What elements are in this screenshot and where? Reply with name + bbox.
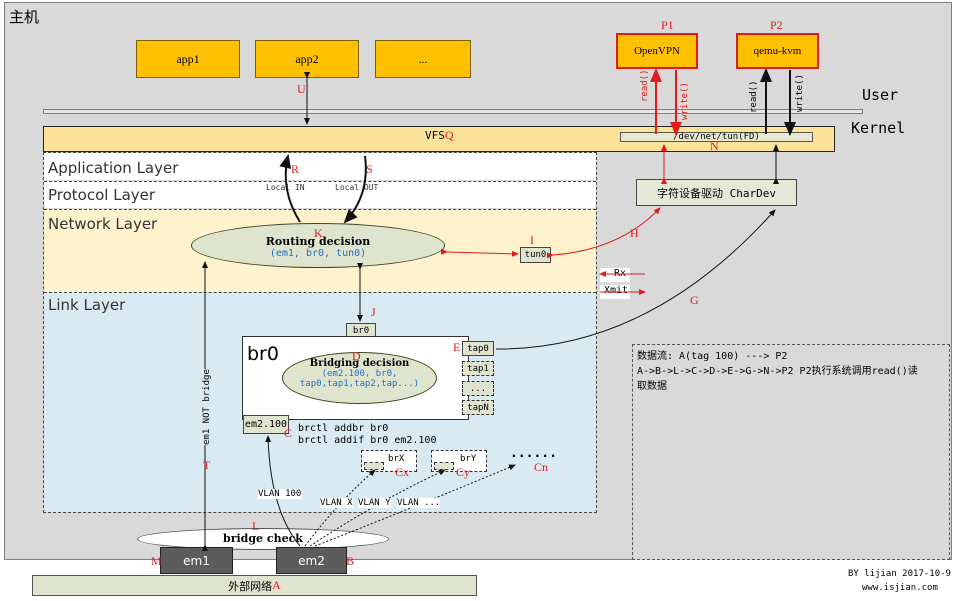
user-label: User [862, 86, 899, 104]
protocol-layer-label: Protocol Layer [48, 186, 156, 204]
letter-c: C [284, 426, 293, 440]
p1-label: P1 [661, 18, 674, 32]
chardev-box: 字符设备驱动 CharDev [636, 179, 797, 206]
p2-label: P2 [770, 18, 783, 32]
routing-title: Routing decision [265, 235, 371, 248]
routing-tun0-line [440, 248, 519, 257]
letter-u: U [297, 82, 306, 96]
local-out-label: Local OUT [335, 183, 379, 192]
brx-label: brX [388, 454, 405, 464]
app2-box: app2 [255, 40, 359, 78]
letter-h: H [630, 226, 639, 240]
vlan-x-label: VLAN X [320, 498, 353, 508]
vfs-label: VFSQ [425, 128, 454, 142]
tap0-chardev-line [495, 209, 776, 350]
app1-box: app1 [136, 40, 240, 78]
stack-frame [43, 152, 597, 513]
letter-cy: Cy [456, 465, 471, 479]
tap1-port: tap1 [462, 361, 494, 376]
host-label: 主机 [9, 8, 40, 26]
brctl-cmd-2: brctl addif br0 em2.100 [298, 435, 437, 446]
openvpn-write-label: write() [680, 82, 690, 120]
tun0-chardev-line [546, 207, 661, 259]
letter-s: S [366, 162, 373, 176]
vlan-y-line [309, 469, 446, 547]
more-bridges: ...... [510, 446, 557, 461]
letter-i: I [530, 233, 534, 247]
letter-m: M [151, 554, 162, 568]
note-line-2: A->B->L->C->D->E->G->N->P2 P2执行系统调用read(… [637, 366, 918, 377]
bridging-sub1: (em2.100, br0, [321, 369, 398, 379]
brctl-cmd-1: brctl addbr br0 [298, 423, 389, 434]
bridge-check-label: bridge check [223, 532, 303, 545]
bridge-check-ellipse [137, 528, 389, 550]
em2-em2100-line [265, 435, 301, 547]
br0-title: br0 [247, 343, 279, 365]
letter-cx: Cx [395, 465, 410, 479]
bridging-sub2: tap0,tap1,tap2,tap...) [299, 379, 420, 389]
vlan-x-line [304, 469, 376, 547]
bridging-decision: Bridging decision (em2.100, br0, tap0,ta… [282, 352, 437, 404]
note-line-1: 数据流: A(tag 100) ---> P2 [637, 351, 788, 362]
openvpn-read-label: read() [640, 69, 650, 102]
qemu-read-label: read() [749, 80, 759, 113]
letter-e: E [453, 340, 461, 354]
em2-100-port: em2.100 [243, 415, 289, 434]
letter-d: D [352, 349, 361, 363]
letter-g: G [690, 293, 699, 307]
credit-author: BY lijian 2017-10-9 [848, 569, 951, 579]
openvpn-box: OpenVPN [616, 33, 698, 69]
bridging-title: Bridging decision [309, 358, 410, 369]
letter-r: R [291, 162, 300, 176]
tap-more-port: ... [462, 381, 494, 396]
letter-n: N [710, 139, 719, 153]
kernel-label: Kernel [851, 119, 906, 137]
qemu-kvm-box: qemu-kvm [736, 33, 819, 69]
local-out-arrow [343, 155, 367, 224]
em1-not-bridge-label: em1 NOT bridge [202, 369, 212, 445]
letter-k: K [314, 226, 323, 240]
bry-bridge: brY [431, 450, 487, 472]
qemu-write-label: write() [795, 74, 805, 112]
credit-site: www.isjian.com [862, 583, 938, 593]
vlan-100-label: VLAN 100 [258, 489, 302, 499]
letter-cn: Cn [534, 460, 549, 474]
letter-l: L [252, 519, 260, 533]
vlan-more-label: VLAN ... [397, 498, 441, 508]
link-layer-label: Link Layer [48, 296, 126, 314]
dataflow-note: 数据流: A(tag 100) ---> P2 A->B->L->C->D->E… [632, 344, 950, 560]
letter-j: J [371, 305, 376, 319]
app-more-box: ... [375, 40, 471, 78]
tap0-port: tap0 [462, 341, 494, 356]
vlan-y-label: VLAN Y [358, 498, 391, 508]
letter-a: A [272, 578, 281, 592]
application-layer-label: Application Layer [48, 159, 179, 177]
routing-sub: (em1, br0, tun0) [269, 248, 367, 259]
tapN-port: tapN [462, 400, 494, 415]
letter-q: Q [444, 128, 454, 142]
local-in-label: Local IN [266, 183, 305, 192]
letter-b: B [346, 554, 355, 568]
network-layer-label: Network Layer [48, 215, 158, 233]
user-space-bar [43, 109, 863, 114]
bry-port [434, 462, 454, 470]
application-layer [44, 153, 596, 180]
local-in-arrow [279, 154, 301, 223]
em2-iface: em2 [276, 547, 347, 574]
em1-iface: em1 [160, 547, 233, 574]
dev-net-tun-box: /dev/net/tun(FD) [620, 132, 813, 142]
bry-label: brY [460, 454, 477, 464]
protocol-layer [44, 181, 596, 208]
letter-t: T [203, 458, 211, 472]
routing-decision: Routing decision (em1, br0, tun0) [191, 223, 445, 268]
note-line-3: 取数据 [637, 381, 667, 392]
